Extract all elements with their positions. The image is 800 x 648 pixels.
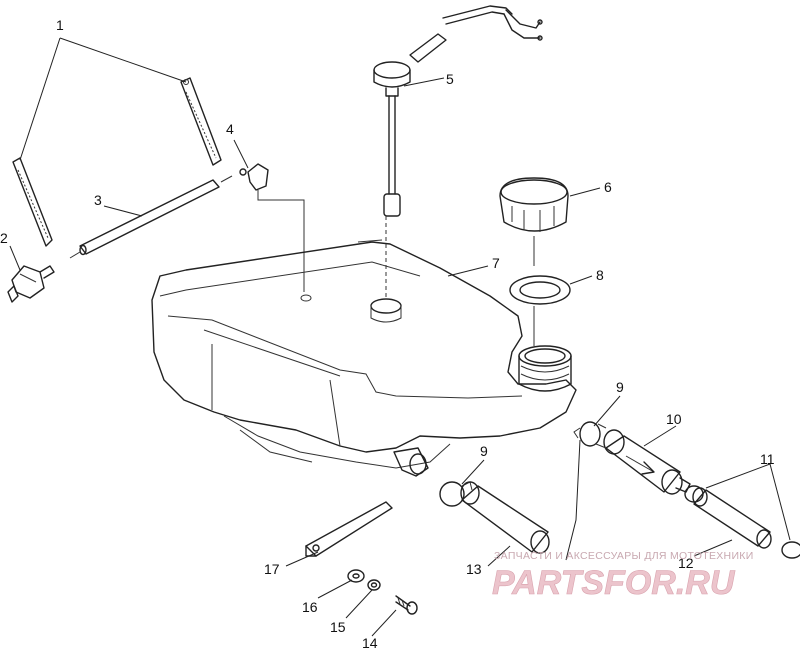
callout-10: 10 [666,411,682,427]
clip [239,163,312,302]
callout-17: 17 [264,561,280,577]
hose-clamp-right-b [781,541,800,559]
callout-5: 5 [446,71,454,87]
fuel-sender [373,5,543,217]
callout-9-upper: 9 [616,379,624,395]
callout-4: 4 [226,121,234,137]
watermark-tagline: ЗАПЧАСТИ И АКСЕССУАРЫ ДЛЯ МОТОТЕХНИКИ [494,550,754,562]
fuel-hose-right [692,487,772,549]
callout-13: 13 [466,561,482,577]
rod [69,175,233,259]
callout-6: 6 [604,179,612,195]
callout-16: 16 [302,599,318,615]
callout-11: 11 [760,451,775,467]
vent-valve [7,265,55,303]
fuel-hose-lower [460,481,550,554]
callout-9-lower: 9 [480,443,488,459]
callout-14: 14 [362,635,378,648]
bracket [305,501,393,557]
bolt [395,595,418,615]
hose-clamp-lower [439,481,473,507]
callout-8: 8 [596,267,604,283]
gasket [509,275,571,346]
callout-2: 2 [0,230,8,246]
washer [347,569,365,583]
filler-cap [499,177,569,266]
fuel-filter [595,429,691,495]
callout-7: 7 [492,255,500,271]
callout-12: 12 [678,555,694,571]
callout-15: 15 [330,619,346,635]
fuel-tank [151,216,577,477]
callout-3: 3 [94,192,102,208]
lock-nut [367,579,381,591]
strap-left [12,157,53,247]
callout-1: 1 [56,17,64,33]
watermark-logo: PARTSFOR.RU [492,564,736,602]
leader-lines [9,37,791,637]
strap-right [180,77,222,166]
callout-labels: 1 2 3 4 5 6 7 8 9 9 10 11 12 13 14 15 16… [0,17,775,648]
hose-clamp-upper [573,421,607,447]
watermark: ЗАПЧАСТИ И АКСЕССУАРЫ ДЛЯ МОТОТЕХНИКИ PA… [492,550,754,602]
